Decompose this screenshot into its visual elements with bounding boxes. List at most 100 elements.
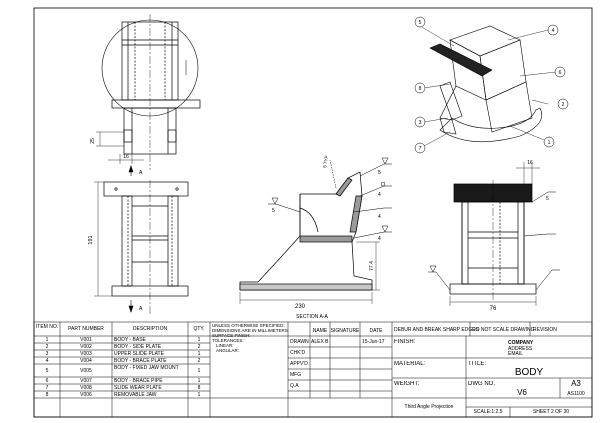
section-arrow-a-top: A: [139, 170, 143, 176]
dim-16a-text: 16: [123, 154, 129, 160]
projection-note: Third Angle Projection: [404, 404, 454, 410]
title-block-grid: [33, 321, 593, 418]
checked-label: CHK'D: [290, 350, 306, 356]
bom-desc: REMOVABLE JAW: [114, 392, 157, 398]
balloon-8: 8: [419, 86, 422, 92]
bom-qty: 8: [197, 385, 201, 391]
dim-25: [96, 131, 144, 164]
dim-191-text: 191: [88, 235, 94, 244]
dim-16-right: [516, 162, 540, 184]
bom-header-qty: QTY.: [193, 326, 205, 332]
bom-item: 1: [45, 337, 49, 343]
date-header: DATE: [369, 328, 383, 334]
note-line: ANGULAR:: [216, 348, 240, 353]
weld-4a: 4: [378, 192, 381, 198]
dim-191: [94, 181, 112, 297]
dim-typ: 5 TYP: [322, 155, 329, 168]
side-view: [449, 180, 537, 300]
company-address: ADDRESS: [508, 346, 533, 352]
bom-item: 4: [45, 358, 49, 364]
weld-symbols: [268, 157, 392, 239]
company-email: EMAIL: [508, 351, 524, 357]
balloon-3: 3: [419, 120, 422, 126]
approved-label: APPV'D: [290, 361, 308, 367]
top-view: [101, 14, 201, 170]
bom-part: V007: [80, 378, 92, 384]
company-name: COMPANY: [508, 340, 534, 346]
weld-4c: 4: [378, 236, 381, 242]
bom-part: V003: [80, 351, 92, 357]
side-weld: [428, 191, 560, 291]
bom-qty: 1: [197, 337, 201, 343]
balloon-1: 1: [548, 140, 551, 146]
bom-item: 8: [45, 392, 49, 398]
balloons: [414, 16, 569, 154]
dwg-no-value: V6: [517, 388, 527, 397]
mfg-label: MFG: [290, 372, 302, 378]
note-line: UNLESS OTHERWISE SPECIFIED:: [212, 323, 285, 328]
drawn-name: ALEX B: [311, 339, 329, 345]
revision-label: REVISION: [533, 327, 557, 333]
bom-desc: BODY - BASE: [114, 337, 146, 343]
bom-qty: 2: [197, 358, 201, 364]
signature-header: SIGNATURE: [330, 328, 360, 334]
bom-item: 5: [45, 368, 49, 374]
bom-qty: 1: [197, 392, 201, 398]
bom-header-part: PART NUMBER: [68, 326, 104, 332]
weld-side-a: 5: [546, 196, 549, 202]
section-view: [239, 171, 373, 291]
scale-value: SCALE:1:2.5: [473, 409, 503, 415]
section-label: SECTION A-A: [296, 314, 328, 320]
balloon-5: 5: [419, 20, 422, 26]
front-view: [103, 180, 189, 315]
dim-77-text: 77.4: [369, 261, 375, 271]
bom-qty: 1: [197, 368, 201, 374]
note-line: SURFACE FINISH:: [212, 333, 251, 338]
bom-desc: SLIDE WEAR PLATE: [114, 385, 162, 391]
bom-desc: BODY - BRACE PIPE: [114, 378, 163, 384]
bom-item: 7: [45, 385, 49, 391]
weld-5b: 5: [272, 208, 275, 214]
isometric-view: [429, 25, 543, 143]
dim-77: [356, 241, 380, 291]
balloon-7: 7: [419, 146, 422, 152]
bom-desc: BODY - FIXED JAW MOUNT: [114, 365, 179, 371]
note-line: LINEAR:: [216, 343, 234, 348]
name-header: NAME: [312, 328, 328, 334]
drawn-label: DRAWN: [290, 339, 309, 345]
weight-label: WEIGHT:: [394, 381, 419, 387]
bom-part: V005: [80, 368, 92, 374]
note-line: TOLERANCES:: [212, 338, 244, 343]
bom-qty: 1: [197, 351, 201, 357]
bom-part: V002: [80, 344, 92, 350]
bom-header-item: ITEM NO.: [35, 324, 59, 330]
bom-part: V006: [80, 392, 92, 398]
title-label: TITLE:: [468, 361, 487, 367]
dim-25-text: 25: [90, 138, 96, 144]
balloon-4: 4: [552, 28, 555, 34]
bom-item: 6: [45, 378, 49, 384]
no-scale-note: DO NOT SCALE DRAWING: [472, 327, 535, 333]
dim-76-text: 76: [490, 306, 497, 312]
dim-230: [239, 292, 373, 304]
weld-4b: 4: [378, 214, 381, 220]
sheet-number: SHEET 2 OF 30: [532, 409, 570, 415]
dim-76: [449, 296, 537, 306]
iso-leaders: [419, 25, 557, 147]
finish-label: FINISH:: [394, 339, 416, 345]
bom-part: V001: [80, 337, 92, 343]
bom-part: V004: [80, 358, 92, 364]
deburr-note: DEBUR AND BREAK SHARP EDGES: [394, 327, 479, 333]
bom-part: V008: [80, 385, 92, 391]
bom-desc: UPPER SLIDE PLATE: [114, 351, 164, 357]
bom-qty: 1: [197, 378, 201, 384]
balloon-2: 2: [562, 102, 565, 108]
note-line: DIMENSIONS ARE IN MILLIMETERS: [212, 328, 288, 333]
bom-desc: BODY - BRACE PLATE: [114, 358, 167, 364]
bom-item: 2: [45, 344, 49, 350]
bom-desc: BODY - SIDE PLATE: [114, 344, 162, 350]
drawing-title: BODY: [514, 367, 544, 378]
section-arrow-a-bottom: A: [139, 306, 143, 312]
balloon-6: 6: [559, 70, 562, 76]
